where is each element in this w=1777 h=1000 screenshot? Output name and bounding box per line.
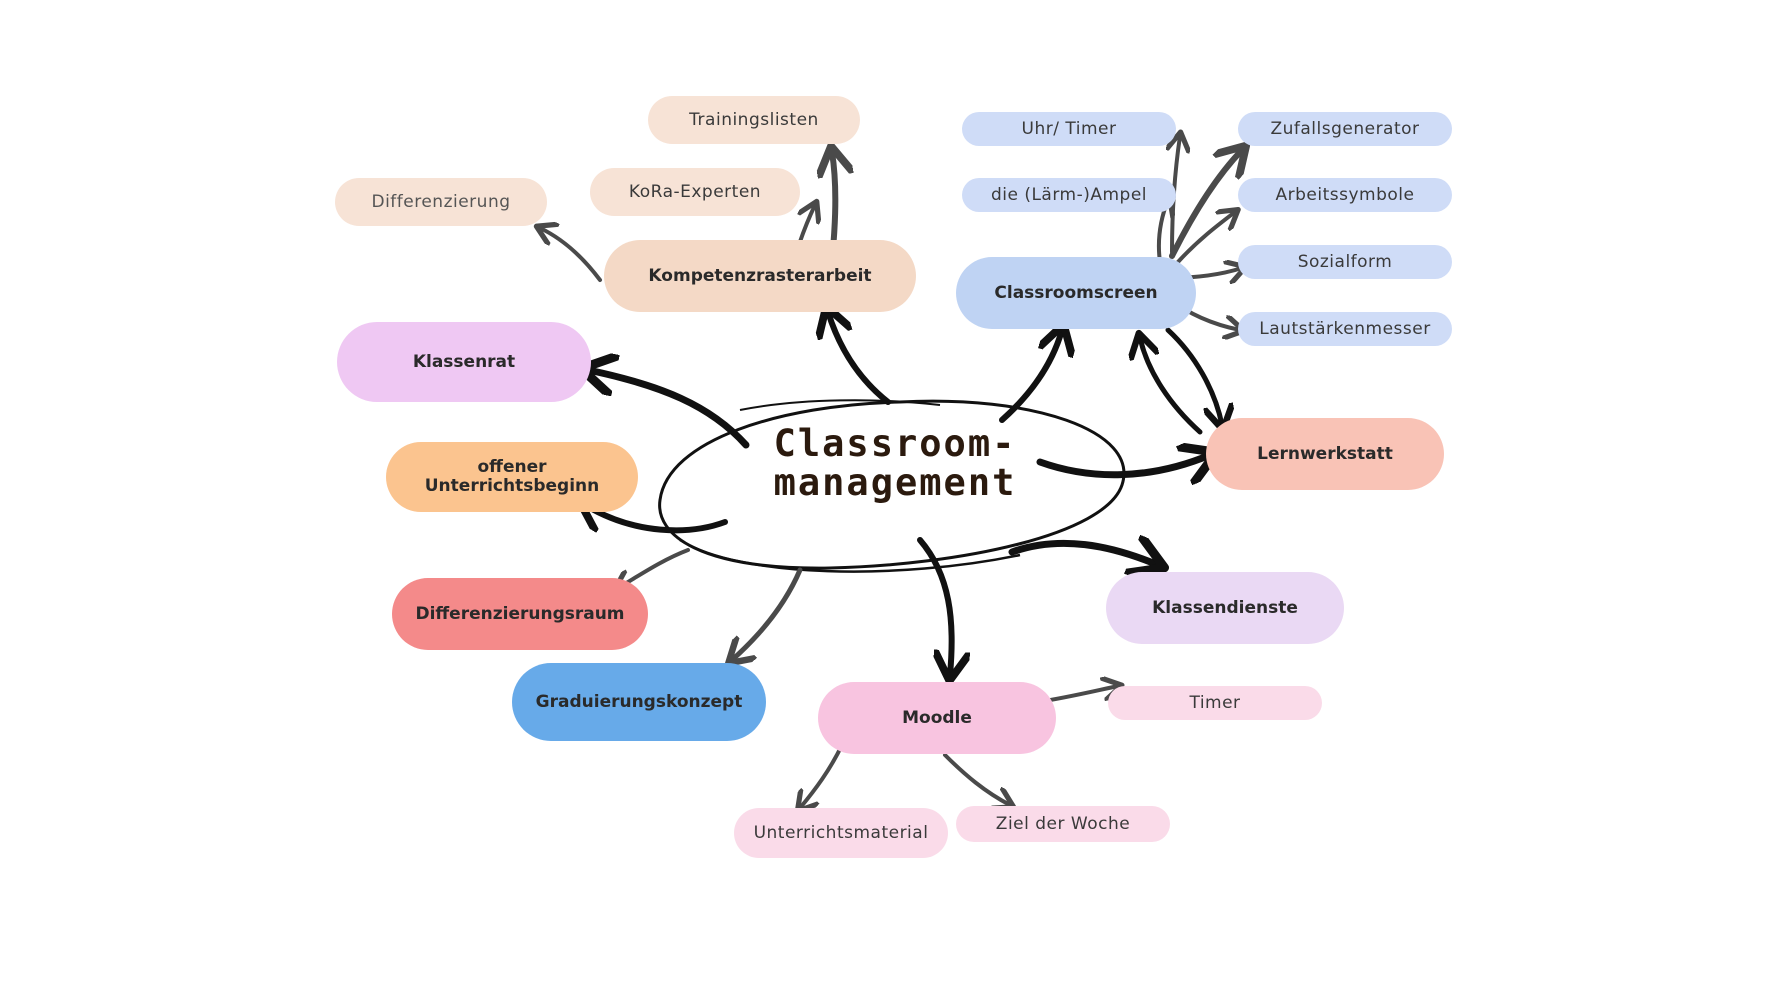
node-unterrichtsmaterial: Unterrichtsmaterial [734,808,948,858]
node-trainingslisten: Trainingslisten [648,96,860,144]
center-title: Classroom- management [735,422,1055,504]
arrow-to-zufallsgenerator [1169,150,1242,259]
arrow-to-kompetenzrasterarbeit [828,312,891,405]
node-lautstaerkenmesser: Lautstärkenmesser [1238,312,1452,346]
main-arrows [585,312,1222,675]
arrow-to-lernwerkstatt [1036,455,1210,475]
node-kora-experten: KoRa-Experten [590,168,800,216]
offener-line2: Unterrichtsbeginn [424,476,600,496]
arrow-lernwerkstatt-to-classroomscreen [1140,338,1203,435]
node-offener-unterrichtsbeginn: offener Unterrichtsbeginn [386,442,638,512]
arrow-to-klassenrat [588,370,750,449]
arrow-to-unterrichtsmaterial [800,743,844,808]
node-kompetenzrasterarbeit: Kompetenzrasterarbeit [604,240,916,312]
arrow-to-offener-unterrichtsbeginn [585,505,728,534]
node-klassenrat: Klassenrat [337,322,591,402]
arrow-to-classroomscreen [999,330,1062,423]
node-klassendienste: Klassendienste [1106,572,1344,644]
arrow-to-graduierungskonzept [732,567,803,660]
arrow-to-ziel-der-woche [943,753,1010,805]
center-ellipse [658,399,1126,573]
node-differenzierungsraum: Differenzierungsraum [392,578,648,650]
node-differenzierung: Differenzierung [335,178,547,226]
node-sozialform: Sozialform [1238,245,1452,279]
offener-line1: offener [477,457,547,478]
center-title-line2: management [773,460,1017,504]
node-ziel-der-woche: Ziel der Woche [956,806,1170,842]
node-timer: Timer [1108,686,1322,720]
node-lernwerkstatt: Lernwerkstatt [1206,418,1444,490]
node-graduierungskonzept: Graduierungskonzept [512,663,766,741]
node-arbeitssymbole: Arbeitssymbole [1238,178,1452,212]
arrow-to-differenzierung [540,228,602,282]
node-classroomscreen: Classroomscreen [956,257,1196,329]
arrow-to-klassendienste [1008,543,1158,565]
center-title-line1: Classroom- [773,422,1017,465]
node-moodle: Moodle [818,682,1056,754]
arrow-classroomscreen-to-lernwerkstatt [1165,327,1222,425]
node-zufallsgenerator: Zufallsgenerator [1238,112,1452,146]
node-uhr-timer: Uhr/ Timer [962,112,1176,146]
arrow-to-arbeitssymbole [1176,212,1235,264]
arrow-to-moodle [917,537,952,675]
node-laermampel: die (Lärm-)Ampel [962,178,1176,212]
